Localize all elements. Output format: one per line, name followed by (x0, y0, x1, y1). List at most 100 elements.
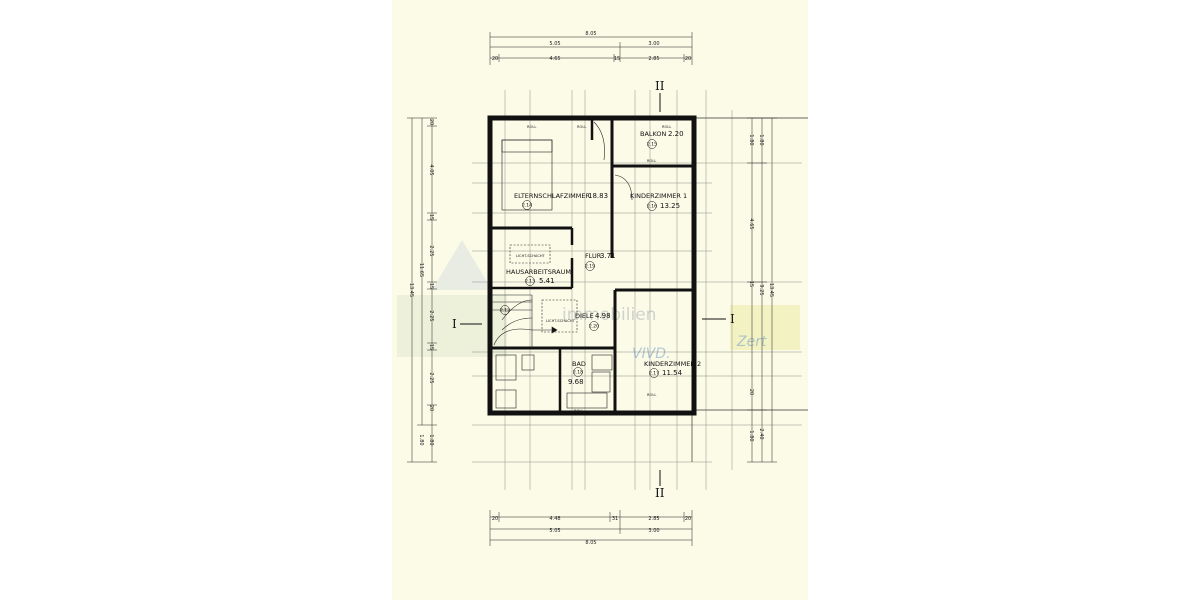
watermark-house-icon (432, 240, 492, 290)
room-number: 2.16 (647, 204, 657, 210)
dim-top-total: 8.05 (585, 31, 596, 37)
dim-left-seg: 2.25 (428, 372, 434, 383)
dim-left-inner: 11.65 (418, 263, 424, 277)
furniture (495, 121, 633, 409)
roll-label: ROLL (662, 125, 671, 129)
room-number: 2.17 (649, 371, 659, 377)
dim-left-seg: 2.25 (428, 245, 434, 256)
svg-text:2.12: 2.12 (500, 308, 510, 314)
dim-right-seg: 15 (748, 281, 754, 287)
dim-left-seg: 2.25 (428, 310, 434, 321)
room-eltern: ELTERNSCHLAFZIMMER 18.83 2.14 (514, 192, 608, 210)
watermark-text-3: Zert (736, 334, 767, 350)
dim-right-seg: 4.65 (748, 218, 754, 229)
dim-bottom-seg: 4.48 (549, 516, 560, 522)
stair-number: 2.12 (500, 305, 510, 315)
dim-left-seg: 15 (428, 214, 434, 220)
dim-left-seg: 15 (428, 344, 434, 350)
room-kinder-2: KINDERZIMMER 2 2.17 11.54 (644, 360, 701, 378)
room-number: 2.19 (585, 264, 595, 270)
licht-schacht-label: LICHT-SCHACHT (546, 319, 576, 323)
room-area: 18.83 (588, 192, 608, 200)
room-name: BAD (572, 360, 586, 368)
dim-left-seg: 4.05 (428, 164, 434, 175)
room-balkon: BALKON 2.20 2.15 (640, 130, 684, 149)
room-bad: BAD 2.18 9.68 (568, 360, 586, 386)
dim-bottom-mid-left: 5.05 (549, 528, 560, 534)
dim-bottom-seg: 20 (685, 516, 691, 522)
room-area: 9.68 (568, 378, 584, 386)
room-number: 2.14 (522, 203, 532, 209)
dim-bottom-seg: 31 (612, 516, 618, 522)
section-marker-bottom: II (655, 486, 665, 500)
dim-bottom-seg: 20 (492, 516, 498, 522)
dim-top-seg: 15 (614, 56, 620, 62)
dim-right-seg: 1.80 (758, 134, 764, 145)
section-marker-left: I (452, 317, 457, 331)
room-area: 13.25 (660, 202, 680, 210)
room-area: 11.54 (662, 369, 683, 377)
licht-schacht-label: LICHT-SCHACHT (516, 254, 546, 258)
roll-label: ROLL (527, 125, 536, 129)
dim-right-extra: 1.80 (748, 430, 754, 441)
dim-top-seg: 2.85 (648, 56, 659, 62)
bottom-dimensions (489, 510, 693, 546)
section-marker-top: II (655, 79, 665, 93)
room-hausarbeitsraum: HAUSARBEITSRAUM 2.13 5.41 (506, 268, 571, 286)
balcony-outline (691, 117, 808, 462)
dim-top-seg: 20 (685, 56, 691, 62)
left-dimensions (407, 117, 437, 463)
shower (566, 392, 608, 409)
dim-top-left: 5.05 (549, 41, 560, 47)
staircase (492, 294, 558, 348)
dim-bottom-seg: 2.85 (648, 516, 659, 522)
plan-sheet: immobilien VIVD. Zert 8.05 5.0 (392, 0, 808, 600)
dim-right-inner: 9.25 (758, 284, 764, 295)
roll-label: ROLL (647, 159, 656, 163)
room-name: ELTERNSCHLAFZIMMER (514, 192, 590, 200)
dim-left-seg: 1.80 (428, 434, 434, 445)
dim-left-seg: 20 (428, 405, 434, 411)
dim-bottom-mid-right: 3.00 (648, 528, 659, 534)
bathtub (495, 354, 517, 381)
dim-right-seg: 20 (748, 389, 754, 395)
section-markers: I I II II (452, 79, 735, 500)
watermark-text-2: VIVD. (632, 346, 671, 362)
dim-left-seg: 15 (428, 283, 434, 289)
room-diele: DIELE 4.98 2.20 (575, 312, 611, 331)
floor-plan: immobilien VIVD. Zert 8.05 5.0 (397, 31, 808, 546)
room-area: 4.98 (595, 312, 611, 320)
room-number: 2.18 (573, 370, 583, 376)
room-name: KINDERZIMMER 1 (630, 192, 687, 200)
room-number: 2.20 (589, 324, 599, 330)
dim-right-extra: 1.80 (748, 134, 754, 145)
dim-right-extra: 2.40 (758, 428, 764, 439)
room-number: 2.15 (647, 142, 657, 148)
room-area: 2.20 (668, 130, 684, 138)
dim-top-seg: 20 (492, 56, 498, 62)
room-number: 2.13 (525, 279, 535, 285)
room-name: BALKON (640, 130, 667, 138)
dim-left-outer: 13.45 (408, 283, 414, 297)
room-area: 3.71 (600, 252, 616, 260)
room-name: FLUR (585, 252, 602, 260)
dim-left-seg-2: 1.80 (418, 434, 424, 445)
dim-top-right: 3.00 (648, 41, 659, 47)
section-marker-right: I (730, 312, 735, 326)
dim-top-seg: 4.65 (549, 56, 560, 62)
roll-label: ROLL (574, 409, 583, 413)
dim-left-seg: 20 (428, 119, 434, 125)
dim-bottom-total: 8.05 (585, 540, 596, 546)
roll-label: ROLL (647, 393, 656, 397)
dim-right-outer: 13.45 (768, 283, 774, 297)
room-name: KINDERZIMMER 2 (644, 360, 701, 368)
watermark-text: immobilien (562, 305, 656, 325)
washbasin (591, 354, 613, 371)
room-name: DIELE (575, 312, 594, 320)
right-dimensions (747, 117, 777, 463)
room-flur: FLUR 3.71 2.19 (585, 252, 616, 271)
walls (487, 115, 697, 416)
room-name: HAUSARBEITSRAUM (506, 268, 571, 276)
licht-schacht-shape (541, 299, 578, 333)
room-area: 5.41 (539, 277, 555, 285)
